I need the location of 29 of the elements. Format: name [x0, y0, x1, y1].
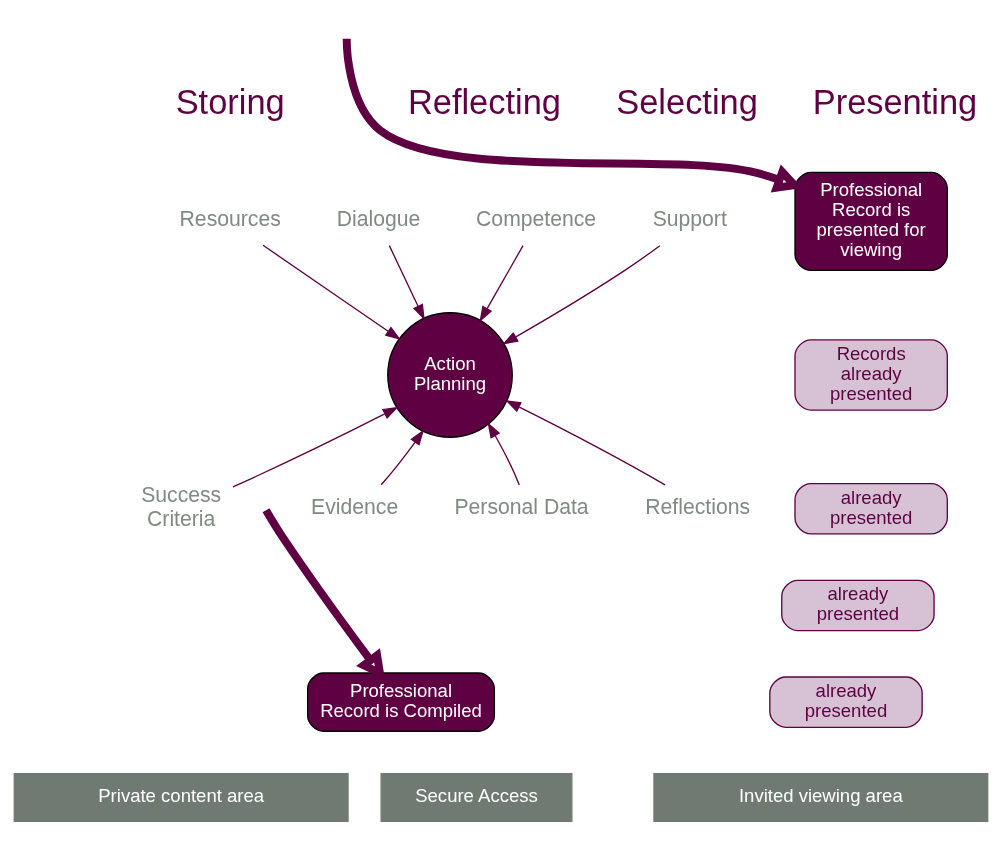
arrow	[504, 400, 666, 486]
node-text: Support	[652, 207, 727, 231]
node-box: Secure Access	[380, 773, 572, 822]
arrow	[380, 429, 424, 486]
arrow	[388, 245, 425, 321]
node-box: already presented	[768, 676, 923, 728]
node-box: Professional Record is Compiled	[306, 672, 495, 732]
label: Presenting	[812, 82, 977, 121]
label: Selecting	[615, 82, 758, 121]
node-text: Competence	[475, 207, 596, 231]
node-text: Reflections	[644, 494, 750, 518]
node-box: Invited viewing area	[652, 773, 988, 822]
arrow	[478, 245, 524, 323]
node-box: already presented	[780, 579, 935, 632]
node-text: Evidence	[310, 494, 398, 518]
arrow	[501, 245, 660, 345]
node-box: Records already presented	[793, 339, 948, 411]
arrow	[231, 406, 399, 488]
label: Reflecting	[407, 82, 561, 121]
node-text: Dialogue	[336, 207, 420, 231]
node-text: Personal Data	[453, 494, 589, 518]
arrow	[261, 244, 401, 340]
node-text: Success Criteria	[140, 482, 221, 530]
label: Storing	[175, 82, 285, 121]
node-box: Professional Record is presented for viewing	[793, 171, 948, 272]
node-box: already presented	[793, 482, 948, 535]
arrow	[487, 422, 520, 486]
node-box: Private content area	[13, 773, 349, 822]
node-text: Resources	[179, 207, 281, 231]
